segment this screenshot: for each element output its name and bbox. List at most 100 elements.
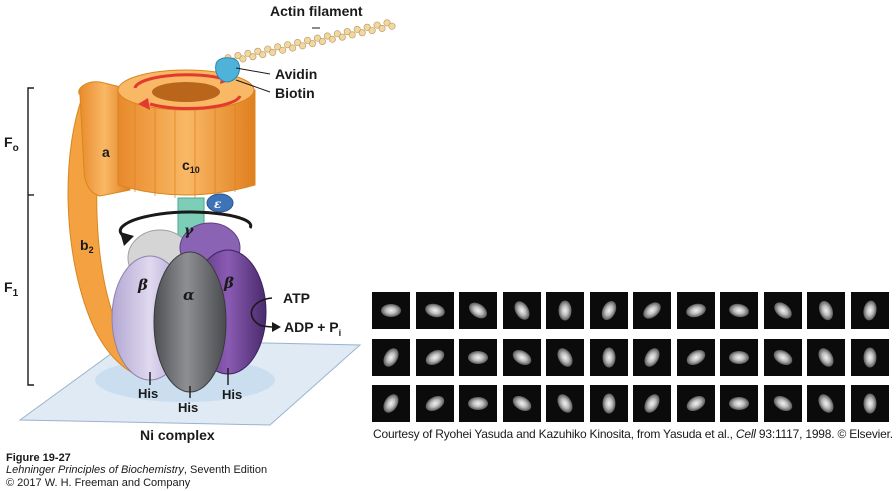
- actin-bead: [333, 30, 341, 38]
- c10-ring: [117, 89, 256, 196]
- c10-ring-ribs: [134, 100, 236, 198]
- fluorescent-spot: [602, 393, 615, 414]
- actin-bead: [323, 32, 331, 40]
- video-frame: [546, 292, 584, 329]
- actin-bead: [363, 23, 371, 31]
- actin-bead: [259, 51, 267, 59]
- fluorescent-spot: [861, 299, 878, 322]
- label-actin-filament: Actin filament: [270, 3, 363, 19]
- fluorescent-spot: [770, 299, 795, 322]
- fluorescent-spot: [641, 391, 663, 416]
- video-frame: [415, 385, 454, 422]
- actin-bead: [279, 46, 287, 54]
- video-frame: [850, 338, 889, 376]
- video-frame: [459, 338, 497, 376]
- video-frame: [589, 338, 628, 376]
- label-biotin: Biotin: [275, 85, 315, 101]
- rotation-arrow-red: [133, 73, 221, 89]
- alpha-subunit: [153, 251, 227, 393]
- video-frame: [459, 292, 497, 329]
- label-his-left: His: [138, 386, 158, 401]
- label-gamma: γ: [184, 223, 194, 239]
- actin-bead: [348, 31, 356, 39]
- video-frame: [546, 385, 584, 422]
- book-citation: Lehninger Principles of Biochemistry, Se…: [6, 464, 268, 476]
- actin-filament: [224, 19, 396, 65]
- actin-bead: [264, 45, 272, 53]
- actin-bead: [269, 48, 277, 56]
- video-frame: [415, 338, 454, 376]
- fluorescent-spot: [770, 392, 795, 415]
- actin-bead: [378, 24, 386, 32]
- actin-bead: [274, 43, 282, 51]
- rotation-arrow-red-2: [149, 95, 242, 111]
- actin-bead: [254, 47, 262, 55]
- fluorescent-spot: [728, 302, 750, 319]
- actin-bead: [313, 34, 321, 42]
- label-b2: b2: [80, 237, 94, 255]
- video-frame: [415, 292, 454, 329]
- video-frame: [459, 385, 497, 422]
- actin-bead: [318, 37, 326, 45]
- a-subunit: [78, 81, 131, 197]
- video-frame: [807, 385, 845, 422]
- fluorescent-spot: [380, 391, 402, 416]
- video-frame: [676, 338, 715, 376]
- fo-f1-brackets: [27, 87, 34, 386]
- video-frame: [763, 292, 802, 329]
- actin-bead: [358, 29, 366, 37]
- fluorescent-spot: [468, 350, 488, 364]
- image-credit: Courtesy of Ryohei Yasuda and Kazuhiko K…: [373, 427, 893, 441]
- fluorescent-spot: [598, 298, 619, 323]
- video-frame: [372, 385, 410, 422]
- fluorescent-spot: [729, 350, 749, 364]
- actin-bead: [294, 39, 302, 47]
- video-frame: [546, 338, 584, 376]
- fluorescent-spot: [468, 397, 488, 410]
- fluorescent-spot: [602, 347, 615, 367]
- fluorescent-spot: [380, 345, 402, 369]
- video-frame: [589, 385, 628, 422]
- actin-bead: [289, 44, 297, 52]
- fluorescent-spot: [863, 393, 876, 414]
- video-frame: [502, 338, 541, 376]
- fluorescent-spot: [466, 299, 490, 322]
- actin-bead: [338, 33, 346, 41]
- atp-arrowhead: [272, 322, 281, 332]
- video-frame: [502, 385, 541, 422]
- fluorescent-spot: [815, 391, 837, 416]
- actin-bead: [353, 25, 361, 33]
- copyright: © 2017 W. H. Freeman and Company: [6, 477, 191, 489]
- actin-bead: [328, 35, 336, 43]
- actin-bead: [249, 53, 257, 61]
- video-frame: [763, 338, 802, 376]
- video-frame: [807, 292, 845, 329]
- fluorescent-spot: [509, 346, 534, 368]
- c10-ring-hole: [152, 82, 220, 102]
- label-atp: ATP: [283, 290, 310, 306]
- actin-bead: [239, 55, 247, 63]
- actin-bead: [234, 52, 242, 60]
- figure-number: Figure 19-27: [6, 452, 71, 464]
- actin-bead: [308, 40, 316, 48]
- video-frame: [720, 338, 758, 376]
- atp-to-adp-arrow: [250, 297, 273, 328]
- actin-bead: [373, 21, 381, 29]
- video-frame: [633, 338, 671, 376]
- label-avidin: Avidin: [275, 66, 317, 82]
- fluorescent-spot: [422, 392, 447, 415]
- label-beta-right: β: [223, 274, 234, 292]
- label-his-right: His: [222, 387, 242, 402]
- actin-bead: [368, 27, 376, 35]
- video-frame: [676, 385, 715, 422]
- leader-lines: [235, 27, 320, 93]
- fluorescent-spot: [816, 298, 836, 323]
- fluorescent-spot: [770, 346, 795, 368]
- fluorescent-spot: [554, 391, 576, 416]
- fluorescent-spot: [684, 301, 707, 320]
- fluorescent-spot: [422, 346, 447, 368]
- video-frame: [763, 385, 802, 422]
- video-frame: [676, 292, 715, 329]
- video-frame-grid: [372, 292, 894, 422]
